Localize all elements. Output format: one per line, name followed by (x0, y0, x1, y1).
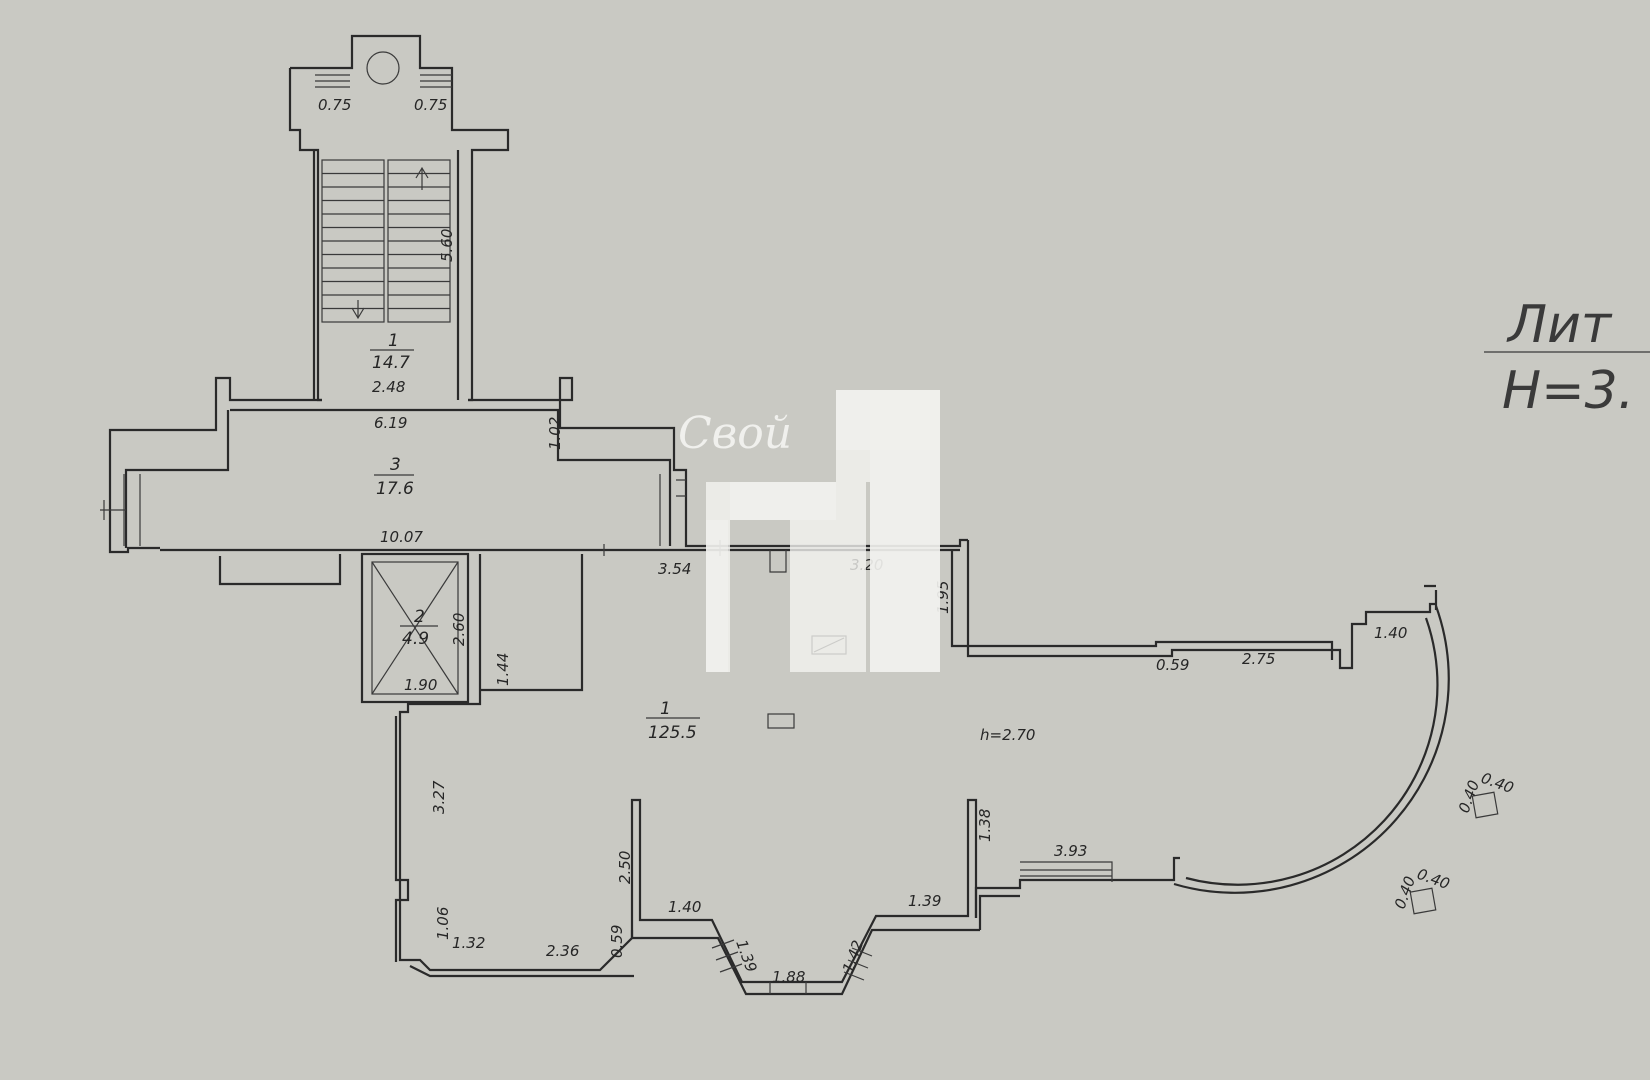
sheet-title: Лит Н=3. (1484, 295, 1650, 421)
dim-275: 2.75 (1242, 650, 1275, 668)
dim-075-left: 0.75 (318, 96, 351, 114)
dim-393: 3.93 (1054, 842, 1087, 860)
corridor-room-area: 17.6 (376, 479, 414, 499)
dim-138: 1.38 (976, 809, 994, 842)
stair-room-number: 1 (388, 331, 399, 351)
dim-040-a2: 0.40 (1479, 769, 1517, 797)
dim-327: 3.27 (430, 780, 448, 814)
main-room-number: 1 (660, 699, 671, 719)
dim-140-bay: 1.40 (668, 898, 701, 916)
chimney-symbol (366, 51, 400, 85)
watermark-text: Свой (678, 408, 792, 459)
dim-102: 1.02 (546, 417, 564, 450)
dim-188: 1.88 (772, 968, 805, 986)
height-note: h=2.70 (980, 726, 1035, 744)
lift-shaft: 2 4.9 2.60 1.90 (360, 552, 470, 704)
dim-250: 2.50 (616, 851, 634, 884)
dim-619: 6.19 (374, 414, 407, 432)
dim-248: 2.48 (372, 378, 405, 396)
watermark-logo: Свой (678, 390, 940, 672)
dim-142: 1.42 (839, 938, 867, 976)
stairwell: 0.75 0.75 5.60 1 14.7 2.48 (288, 34, 510, 402)
dim-059-bottom: 0.59 (608, 925, 626, 958)
dim-059-top: 0.59 (1156, 656, 1189, 674)
stair-room-area: 14.7 (372, 353, 410, 373)
dim-075-right: 0.75 (414, 96, 447, 114)
dim-132: 1.32 (452, 934, 485, 952)
dim-354: 3.54 (658, 560, 691, 578)
dim-560: 5.60 (438, 229, 456, 262)
dim-140-arc: 1.40 (1374, 624, 1407, 642)
dim-190: 1.90 (404, 676, 437, 694)
main-room-area: 125.5 (648, 723, 697, 743)
lift-room-area: 4.9 (402, 629, 429, 649)
dim-260: 2.60 (450, 613, 468, 646)
dim-139-bay: 1.39 (908, 892, 941, 910)
main-hall: 1 125.5 h=2.70 3.54 3.20 1.95 1.44 0.59 … (218, 540, 1517, 996)
corridor: 6.19 1.02 3 17.6 10.07 (100, 376, 968, 554)
stair-down-arrow (351, 300, 365, 320)
dim-236: 2.36 (546, 942, 579, 960)
dim-1007: 10.07 (380, 528, 423, 546)
lift-room-number: 2 (414, 607, 425, 627)
title-line-2: Н=3. (1502, 361, 1634, 421)
title-line-1: Лит (1506, 295, 1613, 355)
stair-up-arrow (415, 166, 429, 190)
dim-040-b2: 0.40 (1415, 865, 1453, 893)
dim-106: 1.06 (434, 907, 452, 940)
dim-144: 1.44 (494, 653, 512, 686)
corridor-room-number: 3 (390, 455, 401, 475)
